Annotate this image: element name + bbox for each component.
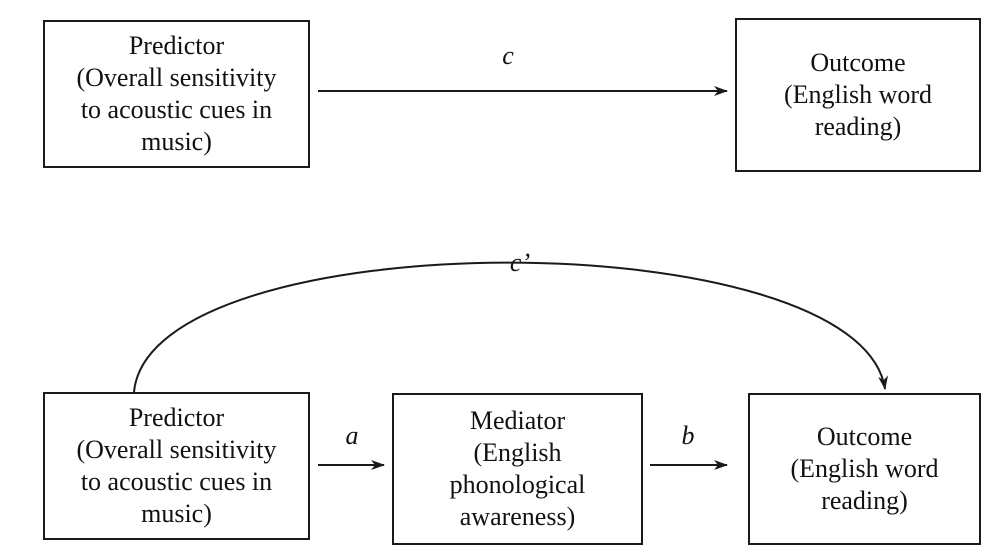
path-label-c-prime: c’ bbox=[509, 248, 531, 277]
bottom-outcome-line-1: Outcome bbox=[816, 422, 913, 451]
bottom-predictor-box: Predictor (Overall sensitivity to acoust… bbox=[43, 392, 310, 540]
top-outcome-line-1: Outcome bbox=[810, 48, 906, 77]
bottom-predictor-line-4: music) bbox=[141, 499, 212, 528]
bottom-outcome-box: Outcome (English word reading) bbox=[748, 393, 981, 545]
top-predictor-line-2: (Overall sensitivity bbox=[76, 63, 277, 92]
bottom-mediator-line-3: phonological bbox=[449, 470, 586, 499]
bottom-mediator-line-2: (English bbox=[473, 438, 562, 467]
bottom-predictor-line-3: to acoustic cues in bbox=[80, 467, 273, 496]
top-predictor-line-3: to acoustic cues in bbox=[80, 95, 273, 124]
bottom-mediator-line-1: Mediator bbox=[469, 406, 566, 435]
path-label-c: c bbox=[502, 41, 514, 70]
top-outcome-line-2: (English word bbox=[783, 80, 933, 109]
top-predictor-box: Predictor (Overall sensitivity to acoust… bbox=[43, 20, 310, 168]
top-outcome-box: Outcome (English word reading) bbox=[735, 18, 981, 172]
bottom-outcome-line-2: (English word bbox=[790, 454, 939, 483]
path-label-b: b bbox=[681, 421, 695, 450]
bottom-mediator-line-4: awareness) bbox=[459, 502, 576, 531]
path-label-a: a bbox=[345, 421, 359, 450]
bottom-predictor-line-1: Predictor bbox=[128, 403, 225, 432]
top-predictor-line-1: Predictor bbox=[128, 31, 225, 60]
top-outcome-line-3: reading) bbox=[814, 112, 902, 141]
bottom-predictor-line-2: (Overall sensitivity bbox=[76, 435, 277, 464]
arrow-c-prime bbox=[133, 261, 888, 393]
bottom-mediator-box: Mediator (English phonological awareness… bbox=[392, 393, 643, 545]
bottom-outcome-line-3: reading) bbox=[821, 486, 908, 515]
top-predictor-line-4: music) bbox=[141, 127, 212, 156]
